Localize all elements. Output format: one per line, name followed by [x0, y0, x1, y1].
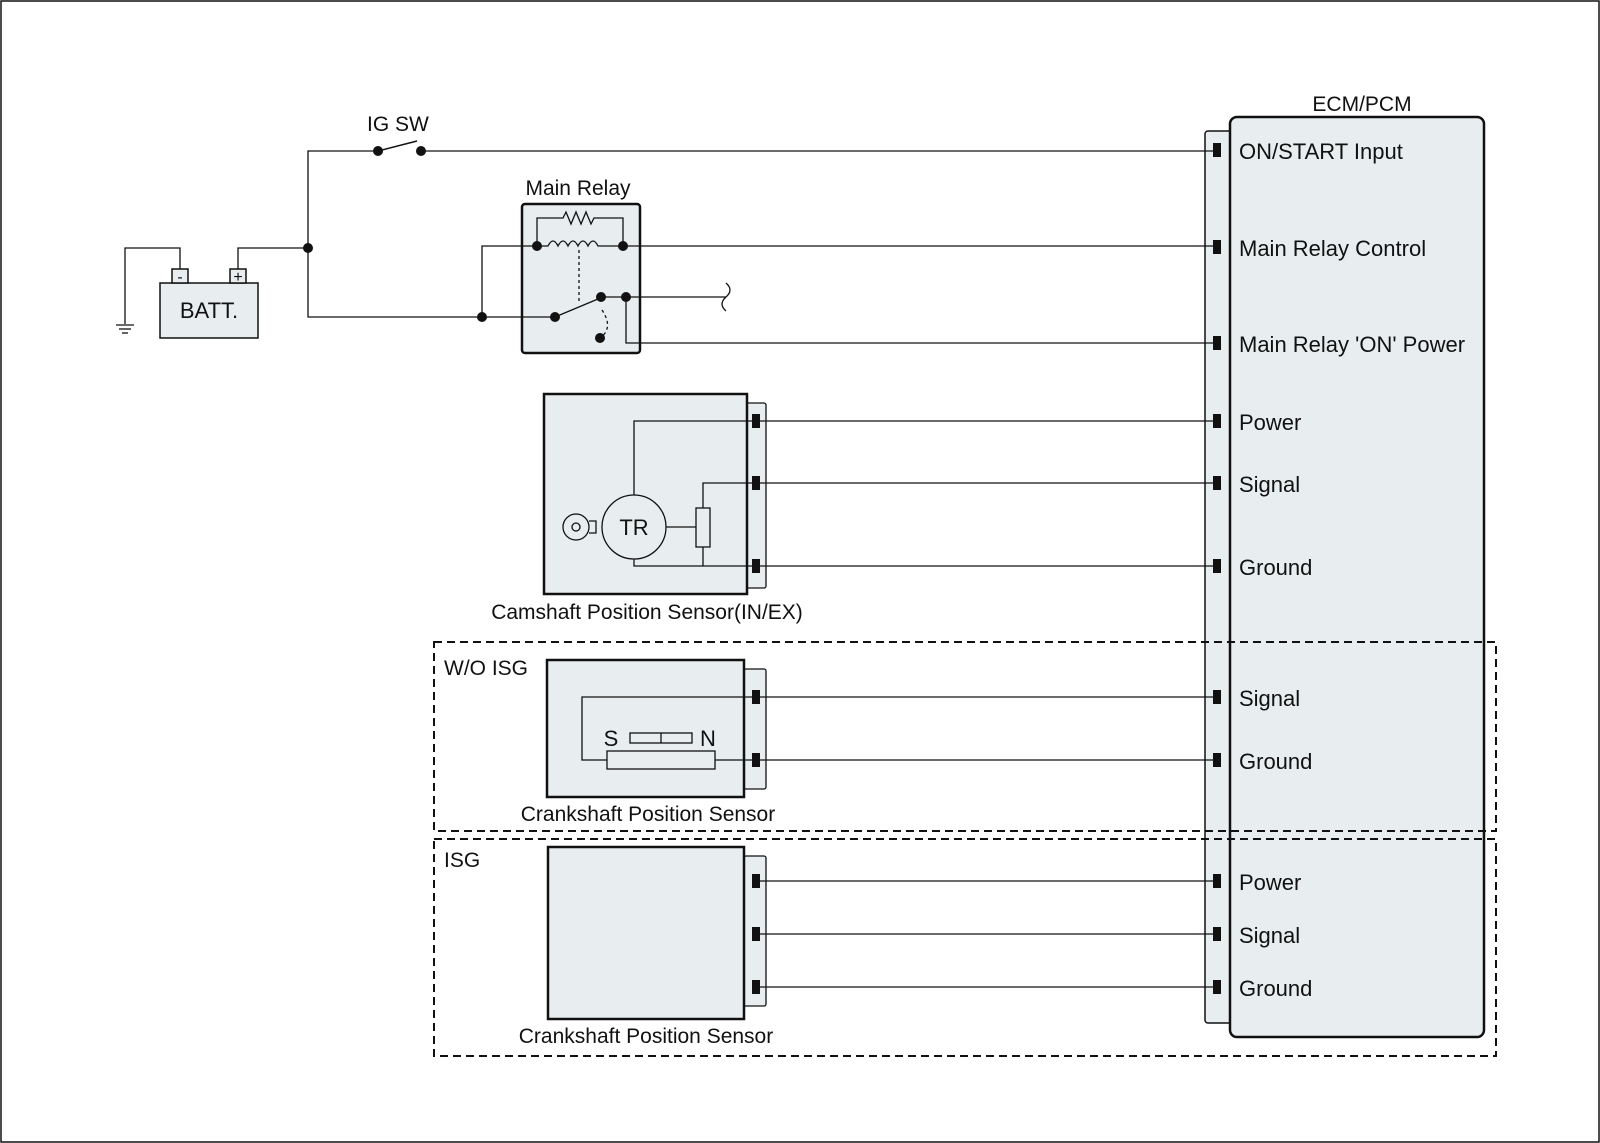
main-relay-body	[520, 202, 642, 355]
cmp-label: Camshaft Position Sensor(IN/EX)	[491, 601, 803, 624]
pin-main-relay-control: Main Relay Control	[1239, 236, 1426, 261]
pin-cmp-signal: Signal	[1239, 472, 1300, 497]
ecm-block: ECM/PCM	[1204, 93, 1486, 1039]
battery: - + BATT.	[159, 268, 259, 339]
wo-isg-group-label: W/O ISG	[444, 657, 528, 680]
ig-switch-label: IG SW	[367, 113, 429, 136]
junction-dots	[303, 243, 487, 322]
ckp-wo-connector	[743, 668, 767, 790]
pin-ckp-isg-signal: Signal	[1239, 923, 1300, 948]
main-relay: Main Relay	[481, 177, 1213, 355]
ckp-magnet-n: N	[700, 726, 716, 751]
pin-cmp-ground: Ground	[1239, 555, 1312, 580]
cmp-wires	[760, 420, 1213, 567]
cmp-body	[542, 392, 749, 596]
wo-isg-dashed-frame	[433, 641, 1497, 832]
cmp-tr-label: TR	[619, 515, 648, 540]
battery-label: BATT.	[180, 298, 238, 323]
ecm-pin-terminal	[1213, 476, 1221, 490]
ecm-pin-terminal	[1213, 874, 1221, 888]
pin-ckp-isg-power: Power	[1239, 870, 1301, 895]
ecm-pin-labels: ON/START Input Main Relay Control Main R…	[1239, 139, 1465, 1001]
ckp-isg-wires	[760, 880, 1213, 988]
battery-wiring	[116, 150, 1213, 334]
ecm-pin-terminal	[1213, 414, 1221, 428]
isg-dashed-frame	[433, 838, 1497, 1057]
ecm-title: ECM/PCM	[1312, 93, 1411, 116]
pin-cmp-power: Power	[1239, 410, 1301, 435]
pin-ckp-signal: Signal	[1239, 686, 1300, 711]
battery-body	[159, 282, 259, 339]
pin-main-relay-on-power: Main Relay 'ON' Power	[1239, 332, 1465, 357]
ckp-isg-label: Crankshaft Position Sensor	[519, 1025, 773, 1048]
isg-group-label: ISG	[444, 849, 480, 872]
ckp-isg-body	[546, 845, 746, 1021]
pin-on-start-input: ON/START Input	[1239, 139, 1403, 164]
main-relay-label: Main Relay	[525, 177, 631, 200]
ecm-pin-terminal	[1213, 559, 1221, 573]
ecm-pin-terminal	[1213, 143, 1221, 157]
ecm-pin-terminal	[1213, 336, 1221, 350]
ecm-pin-terminal	[1213, 753, 1221, 767]
ecm-pin-terminal	[1213, 240, 1221, 254]
ecm-pin-terminal	[1213, 927, 1221, 941]
ig-switch: IG SW	[367, 113, 429, 156]
battery-neg-symbol: -	[177, 269, 182, 286]
ckp-magnet-s: S	[604, 726, 619, 751]
ecm-body	[1228, 115, 1486, 1039]
pin-ckp-ground: Ground	[1239, 749, 1312, 774]
ckp-wo-label: Crankshaft Position Sensor	[521, 803, 775, 826]
ckp-wo-body	[545, 658, 746, 799]
camshaft-position-sensor: TR Camshaft Position Sensor(IN/EX)	[491, 392, 803, 624]
pin-ckp-isg-ground: Ground	[1239, 976, 1312, 1001]
ecm-terminals	[1213, 143, 1221, 994]
group-isg: ISG Crankshaft Position Sensor	[433, 838, 1497, 1057]
ecm-pin-terminal	[1213, 690, 1221, 704]
ecm-pin-terminal	[1213, 980, 1221, 994]
group-wo-isg: W/O ISG S N Crankshaft Position Sensor	[433, 641, 1497, 832]
ckp-wo-wires	[760, 696, 1213, 761]
battery-pos-symbol: +	[233, 269, 242, 286]
